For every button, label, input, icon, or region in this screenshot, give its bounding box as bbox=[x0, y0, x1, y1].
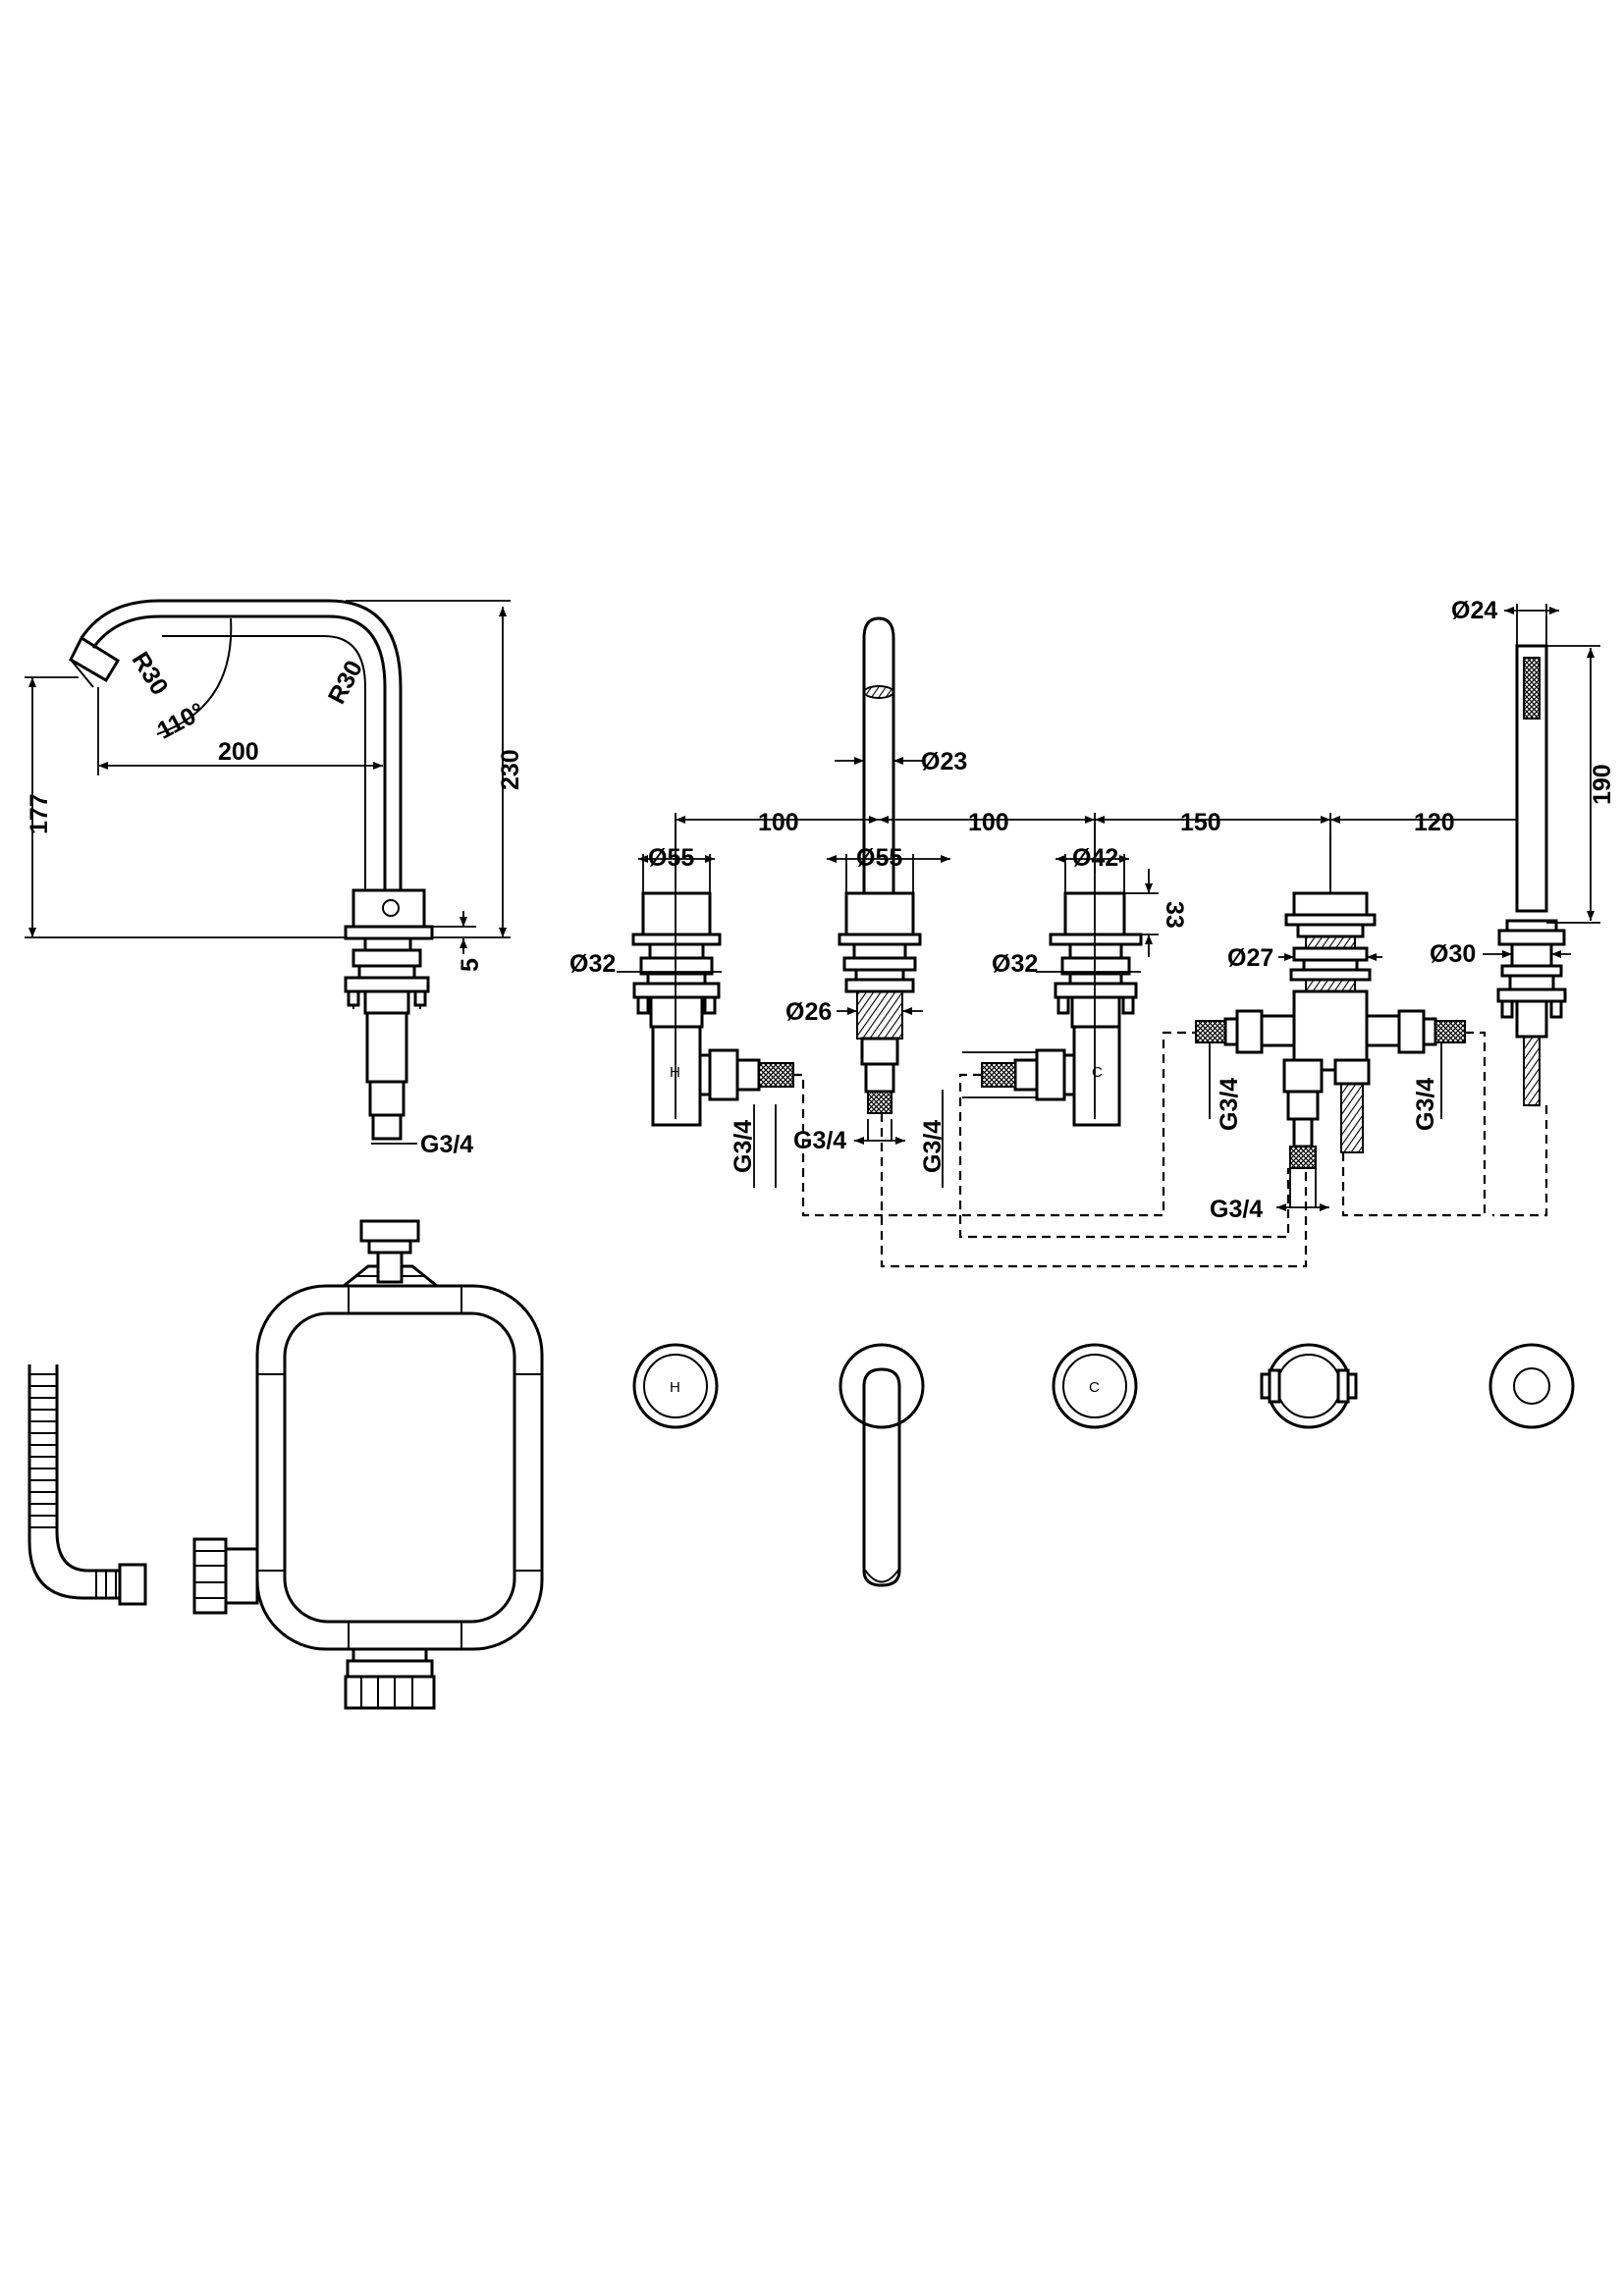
waste-overflow bbox=[27, 1219, 544, 1710]
hot-thread: G3/4 bbox=[730, 1120, 757, 1173]
diverter-thread-bottom: G3/4 bbox=[1210, 1196, 1263, 1223]
dim-cold-to-diverter: 150 bbox=[1180, 809, 1221, 836]
dim-spout-to-cold: 100 bbox=[968, 809, 1009, 836]
spout-front: Ø23 Ø55 Ø26 G3/4 bbox=[785, 616, 967, 1154]
spout-thread: G3/4 bbox=[793, 1127, 846, 1154]
hot-valve: H Ø55 Ø32 G3/4 bbox=[569, 813, 794, 1188]
dim-radius-left: R30 bbox=[127, 647, 174, 700]
dim-angle: 110° bbox=[153, 697, 210, 744]
handset-length: 190 bbox=[1589, 764, 1616, 805]
dim-hot-to-spout: 100 bbox=[758, 809, 799, 836]
diverter-body-dia: Ø27 bbox=[1227, 944, 1273, 972]
cold-label: C bbox=[1092, 1064, 1103, 1081]
plan-cold-valve: C bbox=[1052, 1343, 1138, 1429]
handset-holder-dia: Ø30 bbox=[1430, 940, 1476, 968]
diverter-thread-left: G3/4 bbox=[1216, 1078, 1243, 1131]
plan-handset bbox=[1488, 1343, 1575, 1429]
side-view-spout: R30 R30 110° 200 230 177 5 G3/4 bbox=[25, 599, 524, 1158]
dim-diverter-to-handset: 120 bbox=[1414, 809, 1455, 836]
cold-handle-dia: Ø42 bbox=[1072, 844, 1118, 872]
handset-head-dia: Ø24 bbox=[1451, 597, 1497, 624]
plan-cold-label: C bbox=[1089, 1379, 1100, 1396]
hot-body-dia: Ø32 bbox=[569, 950, 616, 978]
cold-thread: G3/4 bbox=[919, 1120, 947, 1173]
cold-body-dia: Ø32 bbox=[992, 950, 1038, 978]
cold-handle-height: 33 bbox=[1161, 901, 1188, 929]
spout-outlet-dia: Ø23 bbox=[921, 748, 967, 775]
spout-base-dia: Ø55 bbox=[856, 844, 902, 872]
diverter: Ø27 G3/4 G3/4 G3/4 bbox=[1195, 834, 1466, 1223]
dim-thread: G3/4 bbox=[420, 1131, 473, 1158]
plan-views: H C bbox=[632, 1343, 1575, 1587]
plan-hot-valve: H bbox=[632, 1343, 719, 1429]
plan-hot-label: H bbox=[670, 1379, 680, 1396]
plan-diverter bbox=[1260, 1343, 1358, 1429]
hot-handle-dia: Ø55 bbox=[648, 844, 694, 872]
dim-base-gap: 5 bbox=[457, 958, 484, 972]
diverter-thread-right: G3/4 bbox=[1412, 1078, 1439, 1131]
dim-reach: 200 bbox=[218, 738, 259, 766]
spout-shank-dia: Ø26 bbox=[785, 998, 832, 1026]
handset: Ø24 190 Ø30 bbox=[1430, 597, 1616, 1106]
dim-height-spout: 177 bbox=[26, 793, 53, 834]
cold-valve: C Ø42 33 Ø32 G3/4 bbox=[919, 813, 1188, 1188]
dim-height-total: 230 bbox=[497, 749, 524, 790]
hose-connections bbox=[793, 1031, 1548, 1268]
plan-spout bbox=[839, 1343, 925, 1587]
